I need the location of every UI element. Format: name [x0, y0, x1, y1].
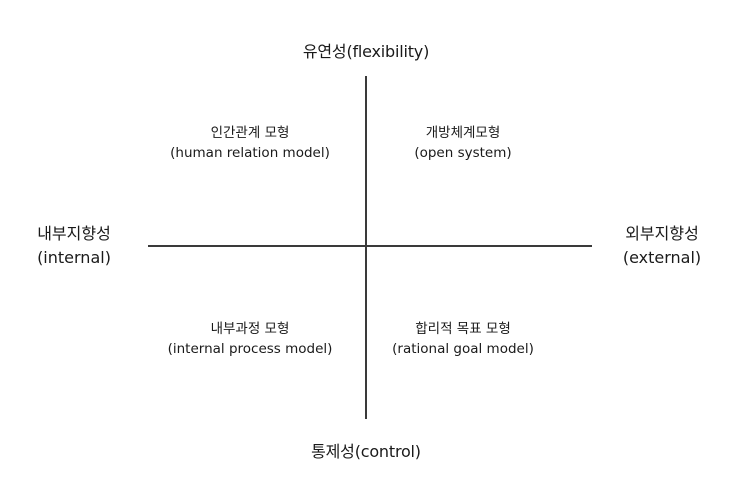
quadrant-human-relation-model: 인간관계 모형 (human relation model) [170, 123, 330, 163]
quadrant-bl-korean: 내부과정 모형 [210, 321, 290, 337]
quadrant-rational-goal-model: 합리적 목표 모형 (rational goal model) [392, 319, 534, 359]
quadrant-open-system: 개방체계모형 (open system) [414, 123, 511, 163]
left-label-korean: 내부지향성 [37, 224, 111, 243]
quadrant-internal-process-model: 내부과정 모형 (internal process model) [168, 319, 333, 359]
quadrant-tr-korean: 개방체계모형 [425, 125, 501, 141]
right-label-korean: 외부지향성 [625, 224, 699, 243]
axis-label-left-internal: 내부지향성 (internal) [37, 222, 111, 270]
horizontal-axis-line [148, 245, 592, 247]
left-label-english: (internal) [37, 248, 111, 267]
right-label-english: (external) [622, 248, 702, 267]
quadrant-bl-english: (internal process model) [167, 341, 333, 357]
axis-label-top-flexibility: 유연성(flexibility) [302, 42, 430, 61]
axis-label-right-external: 외부지향성 (external) [623, 222, 701, 270]
quadrant-br-korean: 합리적 목표 모형 [415, 321, 511, 337]
quadrant-tr-english: (open system) [414, 145, 512, 161]
axis-label-bottom-control: 통제성(control) [311, 442, 421, 461]
quadrant-tl-english: (human relation model) [170, 145, 330, 161]
quadrant-tl-korean: 인간관계 모형 [210, 125, 290, 141]
quadrant-br-english: (rational goal model) [392, 341, 534, 357]
vertical-axis-line [365, 76, 367, 419]
